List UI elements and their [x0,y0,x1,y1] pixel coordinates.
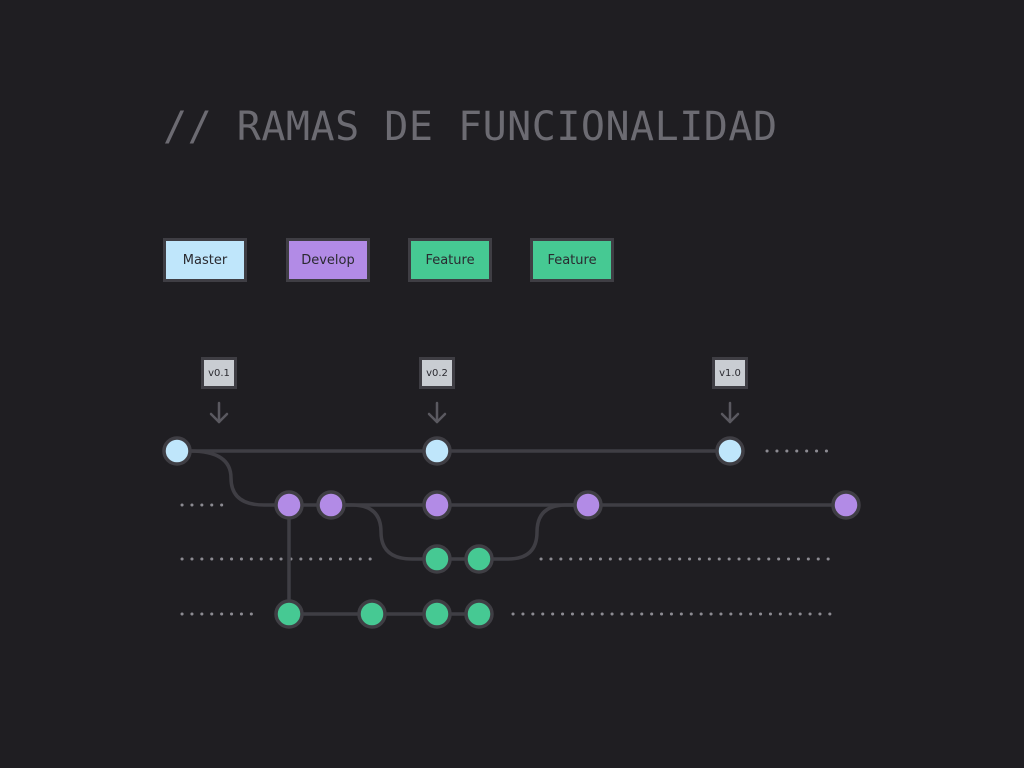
diagram-title: // RAMAS DE FUNCIONALIDAD [163,104,778,150]
commit-node [316,490,346,520]
commit-node [422,544,452,574]
commit-node [422,490,452,520]
feature1-commits [422,544,494,574]
arrow-down-icon [720,401,740,424]
commit-node [573,490,603,520]
commit-node [464,599,494,629]
tag-v10-label: v1.0 [719,367,741,379]
legend-feature-2: Feature [530,238,614,282]
develop-commits [274,490,861,520]
commit-node [715,436,745,466]
tag-v02: v0.2 [419,357,455,389]
legend-feature-1: Feature [408,238,492,282]
commit-node [422,436,452,466]
tag-arrows [209,401,740,424]
commit-node [162,436,192,466]
feature2-commits [274,599,494,629]
tag-v01: v0.1 [201,357,237,389]
commit-node [831,490,861,520]
commit-node [422,599,452,629]
arrow-down-icon [427,401,447,424]
legend-develop-label: Develop [301,252,355,268]
arrow-down-icon [209,401,229,424]
legend-master: Master [163,238,247,282]
feature1-to-develop-curve [477,503,590,561]
master-commits [162,436,745,466]
master-to-develop-curve [188,449,291,507]
develop-to-feature1-curve [329,503,481,561]
tag-v02-label: v0.2 [426,367,448,379]
commit-node [274,490,304,520]
legend-feature-2-label: Feature [547,252,597,268]
commit-node [274,599,304,629]
tag-v10: v1.0 [712,357,748,389]
legend-master-label: Master [182,252,228,268]
commit-node [464,544,494,574]
legend-develop: Develop [286,238,370,282]
commit-node [357,599,387,629]
tag-v01-label: v0.1 [208,367,230,379]
branch-lines [175,449,848,616]
legend-feature-1-label: Feature [425,252,475,268]
dotted-lines [180,449,836,616]
